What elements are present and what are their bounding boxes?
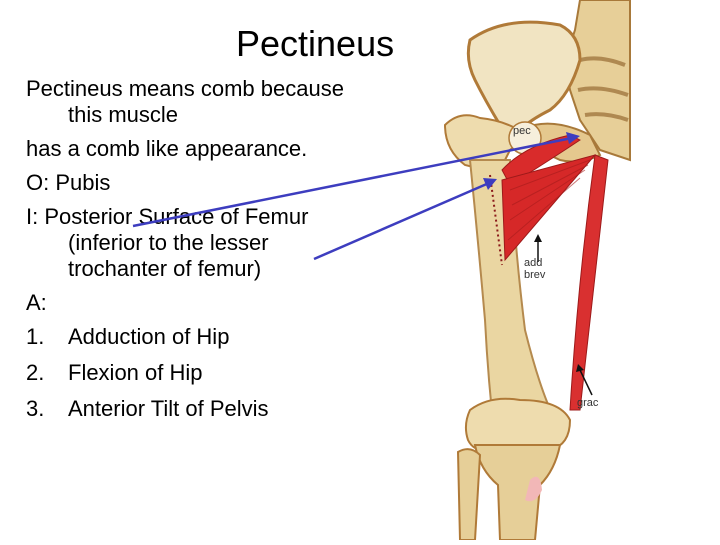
paragraph-action-heading: A: (26, 290, 47, 315)
action-item: 1. Adduction of Hip (26, 324, 356, 350)
action-item: 2. Flexion of Hip (26, 360, 356, 386)
action-number: 2. (26, 360, 45, 385)
action-number: 1. (26, 324, 45, 349)
action-text: Anterior Tilt of Pelvis (68, 396, 269, 421)
slide-title: Pectineus (236, 23, 395, 64)
slide-body: Pectineus means comb because this muscle… (26, 76, 356, 432)
action-text: Adduction of Hip (68, 324, 230, 349)
action-text: Flexion of Hip (68, 360, 203, 385)
label-add: add (524, 257, 543, 269)
paragraph-appearance: has a comb like appearance. (26, 136, 308, 161)
label-grac: grac (577, 397, 599, 409)
paragraph-insertion: I: Posterior Surface of Femur (inferior … (26, 204, 309, 281)
hip-anatomy-illustration: pec add brev grac (430, 0, 640, 541)
paragraph-origin: O: Pubis (26, 170, 111, 195)
paragraph-meaning: Pectineus means comb because this muscle (26, 76, 344, 127)
label-brev: brev (524, 269, 546, 281)
action-item: 3. Anterior Tilt of Pelvis (26, 396, 356, 422)
label-pec: pec (513, 125, 531, 137)
action-number: 3. (26, 396, 45, 421)
